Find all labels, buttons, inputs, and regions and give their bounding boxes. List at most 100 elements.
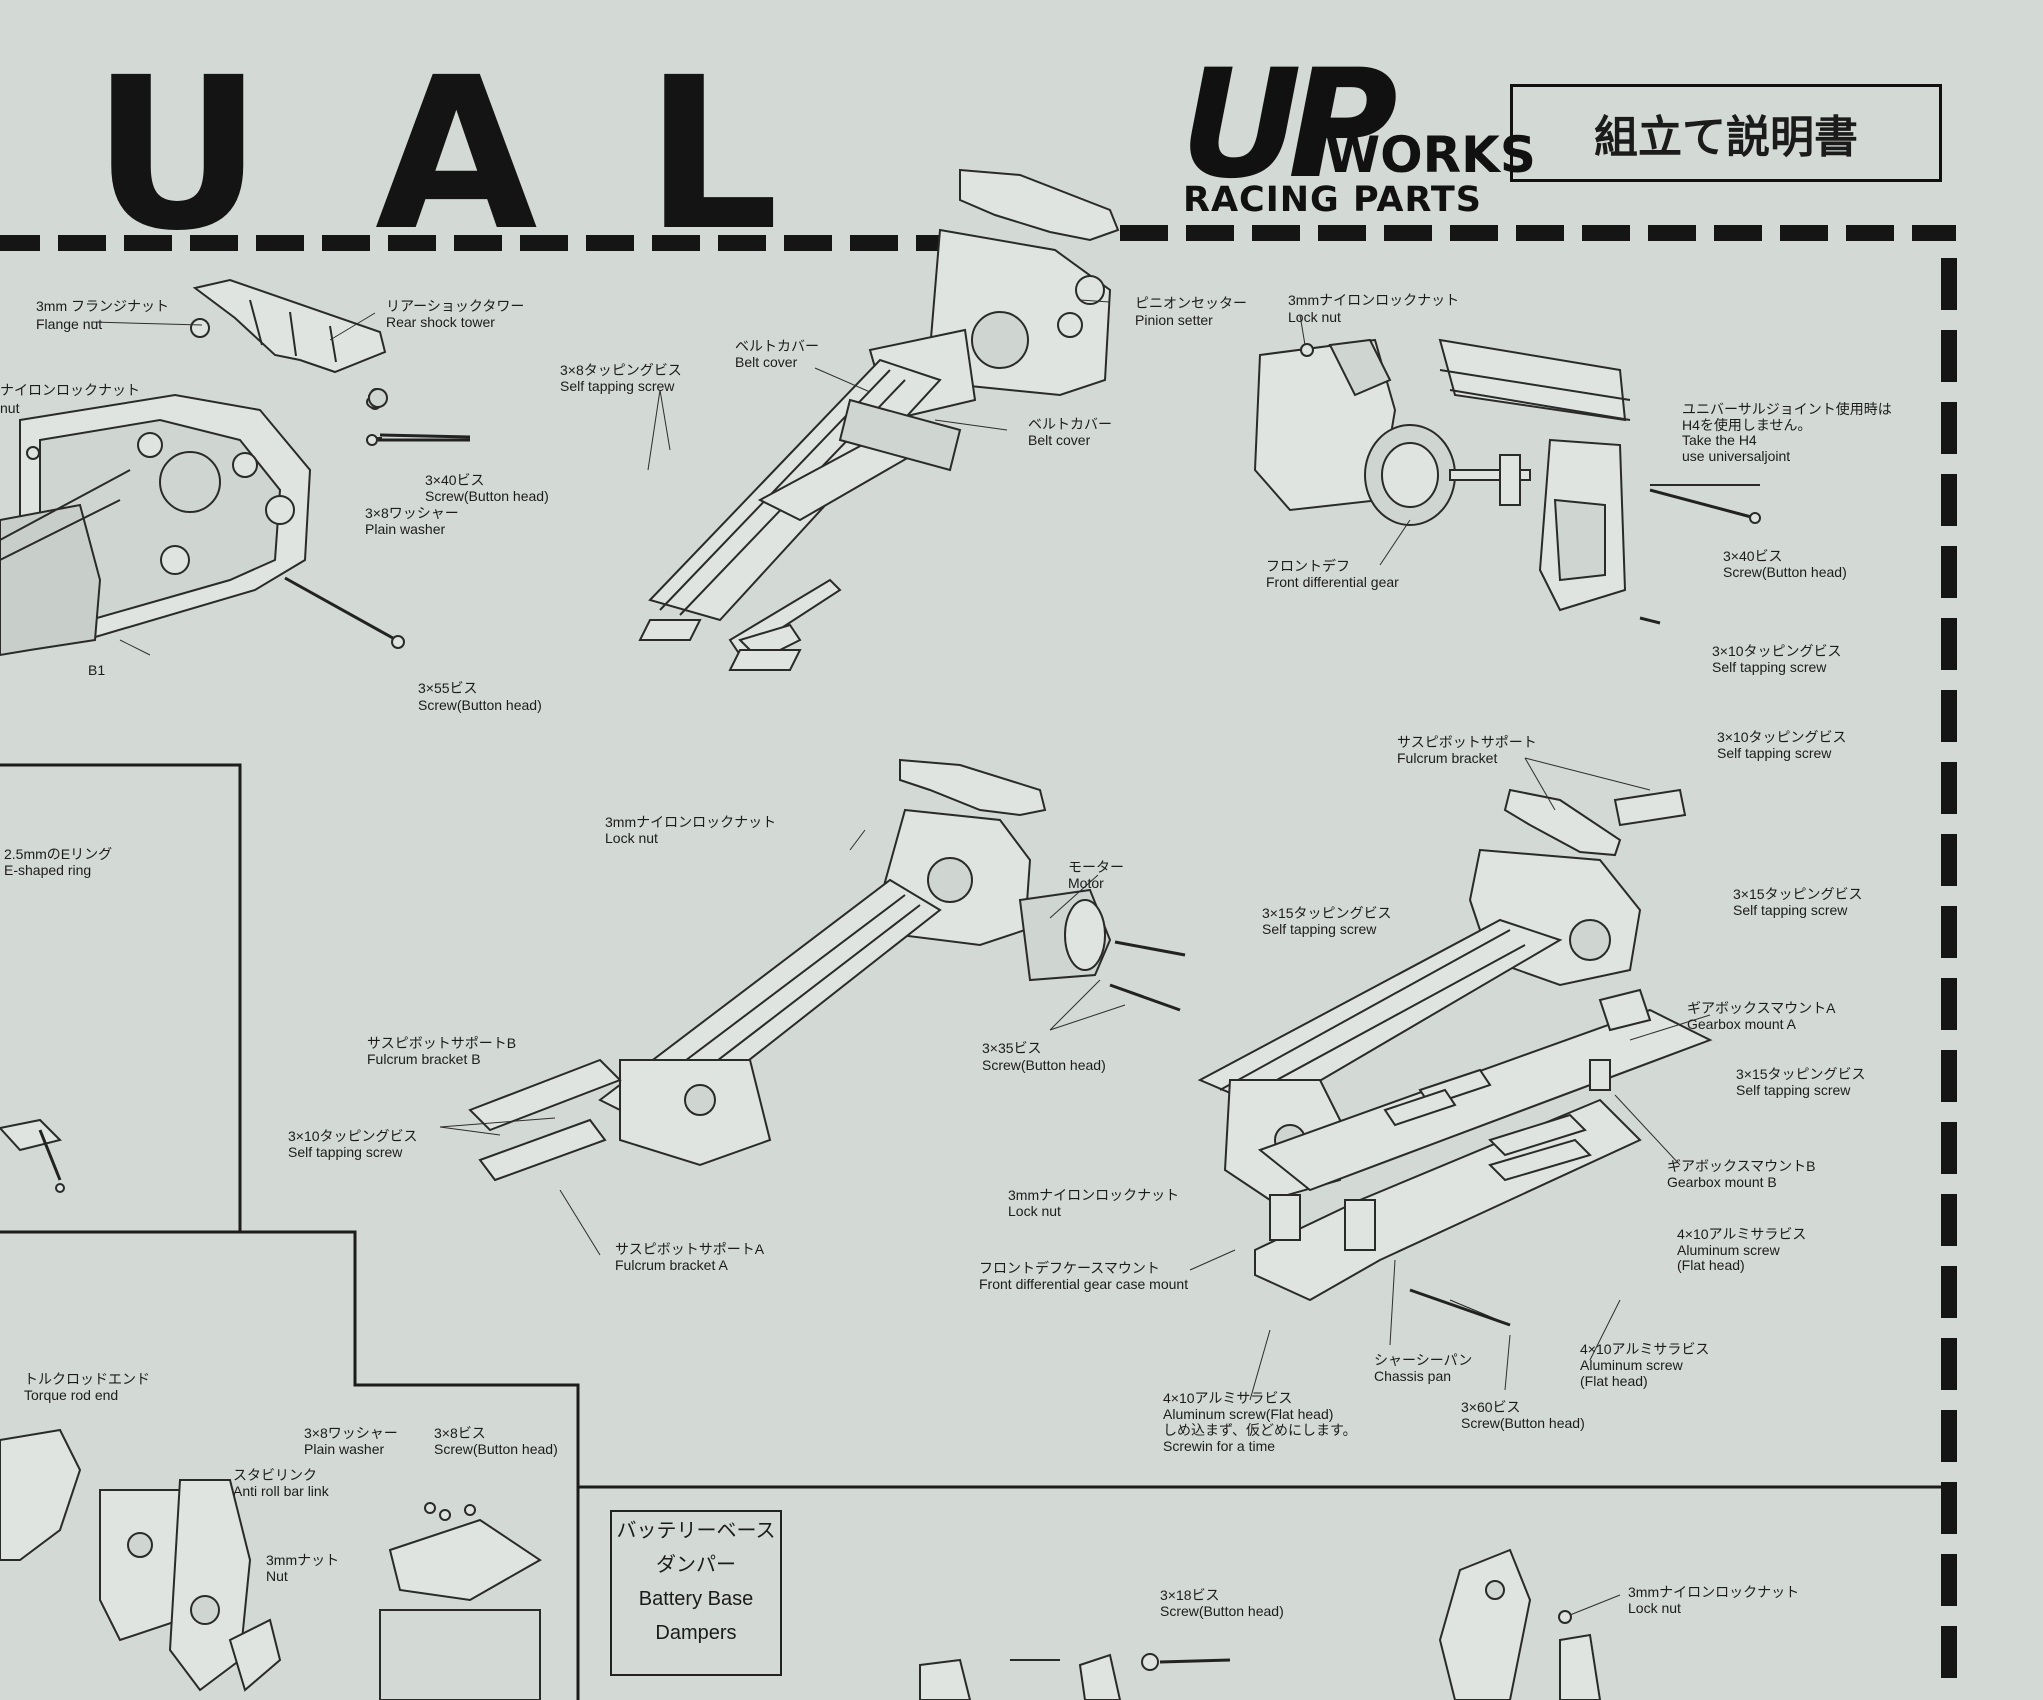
tapping-3x10-r-label-en: Self tapping screw xyxy=(1717,745,1832,761)
fulcrum-label-jp: サスピボットサポート xyxy=(1397,734,1537,750)
washer-3x8-label-en: Plain washer xyxy=(365,521,446,537)
al-screw-4x10-b-label-en1: Aluminum screw xyxy=(1580,1357,1683,1373)
screw-3x60-label-en: Screw(Button head) xyxy=(1461,1415,1585,1431)
tapping-3x8-label-jp: 3×8タッピングビス xyxy=(560,362,682,378)
tapping-3x10-left-label-jp: 3×10タッピングビス xyxy=(288,1128,418,1144)
fulcrum-label-en: Fulcrum bracket xyxy=(1397,750,1498,766)
rear-shock-tower-label-jp: リアーショックタワー xyxy=(386,298,525,314)
al-screw-4x10-c-note-jp: しめ込まず、仮どめにします。 xyxy=(1163,1422,1357,1438)
al-screw-4x10-a-label-en1: Aluminum screw xyxy=(1677,1242,1780,1258)
lock-nut-top-label-en: Lock nut xyxy=(1288,309,1341,325)
motor-chassis-drawing xyxy=(468,758,1186,1182)
washer-3x8-low-label-en: Plain washer xyxy=(304,1441,385,1457)
motor-label-en: Motor xyxy=(1068,875,1104,891)
front-diff-mount-label-jp: フロントデフケースマウント xyxy=(979,1260,1160,1276)
title-letter-u: U xyxy=(92,32,263,277)
screw-3x60-label-jp: 3×60ビス xyxy=(1461,1399,1521,1415)
leader-lines xyxy=(91,299,1711,1616)
al-screw-4x10-a-label-en2: (Flat head) xyxy=(1677,1257,1745,1273)
fulcrum-b-label-jp: サスピボットサポートB xyxy=(367,1035,517,1051)
assembly-instructions-title: 組立て説明書 xyxy=(1510,84,1942,182)
tapping-3x10-r-label-jp: 3×10タッピングビス xyxy=(1717,729,1847,745)
torque-rod-label-en: Torque rod end xyxy=(24,1387,119,1403)
al-screw-4x10-c-label-jp: 4×10アルミサラビス xyxy=(1163,1390,1293,1406)
dampers-box-line3: Battery Base xyxy=(638,1588,754,1610)
title-letter-a: A xyxy=(375,32,538,277)
e-ring-label-en: E-shaped ring xyxy=(4,862,92,878)
dampers-box-line4: Dampers xyxy=(655,1622,737,1644)
universal-note-jp-1: ユニバーサルジョイント使用時は xyxy=(1682,401,1892,417)
universal-note-en-2: use universaljoint xyxy=(1682,448,1791,464)
front-diff-drawing xyxy=(1253,338,1761,625)
tapping-3x10-left-label-en: Self tapping screw xyxy=(288,1144,403,1160)
al-screw-4x10-c-note-en: Screwin for a time xyxy=(1163,1438,1276,1454)
gearbox-a-label-en: Gearbox mount A xyxy=(1687,1016,1796,1032)
logo-racing-parts: RACING PARTS xyxy=(1183,180,1482,220)
dampers-box-line2: ダンパー xyxy=(656,1554,736,1576)
screw-3x40-label-jp: 3×40ビス xyxy=(425,472,485,488)
pinion-setter-label-en: Pinion setter xyxy=(1135,312,1213,328)
gearbox-b-label-jp: ギアボックスマウントB xyxy=(1667,1158,1816,1174)
bottom-right-drawings xyxy=(919,1548,1602,1700)
screw-3x8-label-jp: 3×8ビス xyxy=(434,1425,486,1441)
tapping-3x15-c-label-jp: 3×15タッピングビス xyxy=(1736,1066,1866,1082)
bottom-left-drawings xyxy=(0,1118,542,1700)
al-screw-4x10-b-label-en2: (Flat head) xyxy=(1580,1373,1648,1389)
lock-nut-top-label-jp: 3mmナイロンロックナット xyxy=(1288,292,1460,308)
title-letter-l: L xyxy=(645,32,779,277)
al-screw-4x10-c-label-en: Aluminum screw(Flat head) xyxy=(1163,1406,1334,1422)
fulcrum-a-label-jp: サスピボットサポートA xyxy=(615,1241,765,1257)
b1-label: B1 xyxy=(88,662,106,678)
lock-nut-mid-label-jp: 3mmナイロンロックナット xyxy=(605,814,777,830)
universal-note-en-1: Take the H4 xyxy=(1682,432,1757,448)
pinion-setter-label-jp: ピニオンセッター xyxy=(1135,295,1247,311)
screw-3x35-label-jp: 3×35ビス xyxy=(982,1040,1042,1056)
gearbox-a-label-jp: ギアボックスマウントA xyxy=(1687,1000,1836,1016)
screw-3x8-label-en: Screw(Button head) xyxy=(434,1441,558,1457)
tapping-3x15-a-label-jp: 3×15タッピングビス xyxy=(1262,905,1392,921)
lock-nut-bottom-label-en: Lock nut xyxy=(1628,1600,1681,1616)
rear-gearbox-drawing xyxy=(0,278,471,657)
lock-nut-mid-label-en: Lock nut xyxy=(605,830,658,846)
front-diff-label-en: Front differential gear xyxy=(1266,574,1399,590)
motor-label-jp: モーター xyxy=(1068,859,1124,875)
tapping-3x15-a-label-en: Self tapping screw xyxy=(1262,921,1377,937)
anti-roll-label-jp: スタビリンク xyxy=(233,1467,317,1483)
front-diff-label-jp: フロントデフ xyxy=(1266,558,1350,574)
gearbox-b-label-en: Gearbox mount B xyxy=(1667,1174,1777,1190)
fulcrum-b-label-en: Fulcrum bracket B xyxy=(367,1051,481,1067)
fulcrum-a-label-en: Fulcrum bracket A xyxy=(615,1257,728,1273)
nylon-lock-nut-partial-label-jp: ナイロンロックナット xyxy=(0,382,140,398)
belt-cover-top-label-jp: ベルトカバー xyxy=(735,338,819,354)
screw-3x18-label-en: Screw(Button head) xyxy=(1160,1603,1284,1619)
screw-3x55-label-jp: 3×55ビス xyxy=(418,680,478,696)
rear-shock-tower-label-en: Rear shock tower xyxy=(386,314,495,330)
tapping-3x15-b-label-jp: 3×15タッピングビス xyxy=(1733,886,1863,902)
anti-roll-label-en: Anti roll bar link xyxy=(233,1483,329,1499)
belt-cover-mid-label-en: Belt cover xyxy=(1028,432,1091,448)
battery-base-dampers-box: バッテリーベース ダンパー Battery Base Dampers xyxy=(610,1510,782,1676)
tapping-3x8-label-en: Self tapping screw xyxy=(560,378,675,394)
screw-3x55-label-en: Screw(Button head) xyxy=(418,697,542,713)
belt-cover-mid-label-jp: ベルトカバー xyxy=(1028,416,1112,432)
logo-works: WORKS xyxy=(1325,126,1536,184)
tapping-3x15-b-label-en: Self tapping screw xyxy=(1733,902,1848,918)
dampers-box-line1: バッテリーベース xyxy=(616,1520,776,1542)
screw-3x18-label-jp: 3×18ビス xyxy=(1160,1587,1220,1603)
lock-nut-bottom-label-jp: 3mmナイロンロックナット xyxy=(1628,1584,1800,1600)
screw-3x35-label-en: Screw(Button head) xyxy=(982,1057,1106,1073)
nut-3mm-label-jp: 3mmナット xyxy=(266,1552,340,1568)
belt-chassis-drawing xyxy=(638,168,1120,671)
screw-3x40-label-en: Screw(Button head) xyxy=(425,488,549,504)
logo-up: UP xyxy=(1180,38,1398,212)
dashed-rule xyxy=(0,225,1957,1678)
screw-3x40-right-label-jp: 3×40ビス xyxy=(1723,548,1783,564)
screw-3x40-right-label-en: Screw(Button head) xyxy=(1723,564,1847,580)
nylon-lock-nut-partial-label-en: nut xyxy=(0,400,20,416)
tapping-3x10-top-label-en: Self tapping screw xyxy=(1712,659,1827,675)
chassis-pan-label-jp: シャーシーパン xyxy=(1374,1352,1473,1368)
front-diff-mount-label-en: Front differential gear case mount xyxy=(979,1276,1189,1292)
belt-cover-top-label-en: Belt cover xyxy=(735,354,798,370)
